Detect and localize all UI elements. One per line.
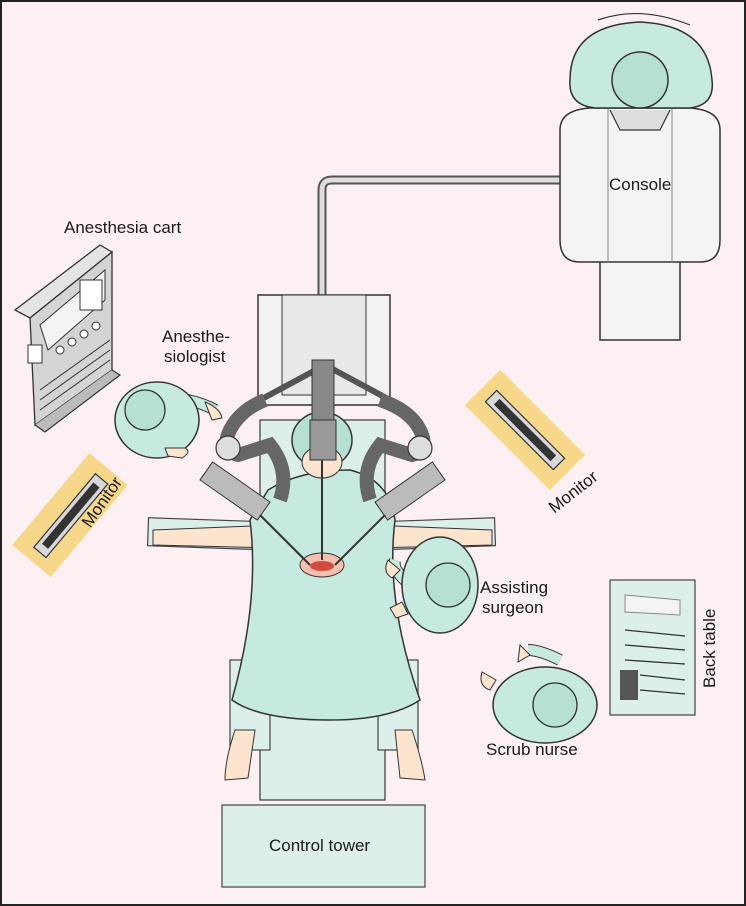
left-monitor [12, 452, 128, 578]
assisting-surgeon-label-line1: Assisting [480, 578, 549, 597]
assisting-surgeon-figure [385, 536, 479, 634]
anesthesiologist-figure [114, 381, 223, 459]
scrub-nurse-figure [480, 643, 598, 744]
control-tower [221, 804, 426, 888]
console-surgeon [569, 13, 714, 109]
scrub-nurse-label: Scrub nurse [486, 740, 578, 759]
anesthesia-cart [13, 244, 122, 433]
assisting-surgeon-label-line2: surgeon [482, 598, 544, 617]
right-monitor [464, 369, 586, 491]
console-label: Console [609, 175, 672, 194]
surgeon-console [559, 107, 721, 341]
anesthesia-cart-label: Anesthesia cart [64, 218, 182, 237]
back-table-label: Back table [700, 608, 719, 688]
anesthesiologist-label-line2: siologist [164, 347, 226, 366]
anesthesiologist-label-line1: Anesthe- [162, 327, 231, 346]
back-table [609, 579, 696, 716]
patient [152, 411, 493, 781]
patient-side-robot [199, 294, 446, 566]
control-tower-label: Control tower [269, 836, 371, 855]
